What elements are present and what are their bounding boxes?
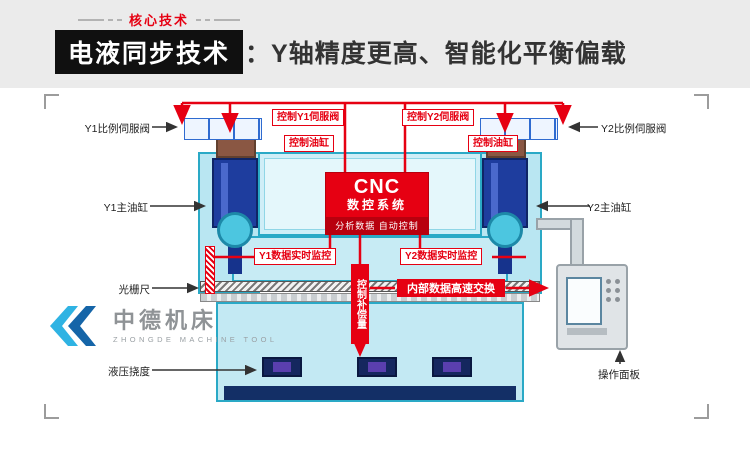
die-insert bbox=[368, 362, 386, 372]
y1-piston-rod bbox=[228, 246, 242, 274]
die-insert bbox=[273, 362, 291, 372]
cnc-title: CNC bbox=[353, 176, 401, 198]
label-y1-cylinder: Y1主油缸 bbox=[103, 202, 148, 214]
cnc-subtitle: 数控系统 bbox=[346, 198, 407, 212]
panel-slot bbox=[567, 328, 607, 335]
label-hydraulic-deflection: 液压挠度 bbox=[108, 366, 150, 378]
ctrl-y2-valve-box: 控制Y2伺服阀 bbox=[402, 109, 475, 126]
corner-mark-bottom-right bbox=[694, 404, 709, 419]
operation-panel bbox=[556, 264, 628, 350]
y1-servo-valve-symbol bbox=[184, 118, 262, 140]
corner-mark-top-right bbox=[694, 94, 709, 109]
y2-monitor-box: Y2数据实时监控 bbox=[400, 248, 483, 265]
tagline-dot bbox=[108, 18, 113, 21]
tagline: 核心技术 bbox=[78, 10, 241, 29]
die-block-center bbox=[357, 357, 397, 377]
exchange-box: 内部数据高速交换 bbox=[397, 279, 505, 297]
tagline-text: 核心技术 bbox=[129, 13, 190, 28]
ctrl-y1-valve-box: 控制Y1伺服阀 bbox=[272, 109, 345, 126]
y1-monitor-box: Y1数据实时监控 bbox=[254, 248, 337, 265]
label-operation-panel: 操作面板 bbox=[598, 369, 640, 381]
die-block-right bbox=[432, 357, 472, 377]
die-insert bbox=[443, 362, 461, 372]
label-y2-prop-valve: Y2比例伺服阀 bbox=[601, 123, 667, 135]
title-rest: ：Y轴精度更高、智能化平衡偏载 bbox=[245, 40, 627, 68]
tagline-dot bbox=[196, 18, 202, 21]
ctrl-cylinder-right-box: 控制油缸 bbox=[468, 135, 518, 152]
y2-piston-rod bbox=[498, 246, 512, 274]
label-y1-prop-valve: Y1比例伺服阀 bbox=[84, 123, 150, 135]
label-grating-ruler: 光栅尺 bbox=[118, 284, 151, 296]
brand-logo: 中德机床 ZHONGDE MACHINE TOOL bbox=[50, 306, 277, 346]
grating-ruler-strip bbox=[205, 246, 215, 294]
cylinder-highlight bbox=[491, 163, 498, 223]
panel-screen bbox=[566, 277, 602, 325]
tagline-dash-left bbox=[78, 18, 104, 21]
tagline-dot bbox=[205, 18, 211, 21]
machine-base-strip bbox=[224, 386, 516, 400]
logo-chevrons-icon bbox=[50, 306, 96, 346]
page-title: 电液同步技术 ：Y轴精度更高、智能化平衡偏载 bbox=[55, 30, 627, 74]
pipe-vertical bbox=[570, 218, 584, 268]
machine-lower-body bbox=[216, 302, 524, 402]
corner-mark-bottom-left bbox=[44, 404, 59, 419]
title-highlight: 电液同步技术 bbox=[55, 30, 244, 74]
tagline-dot bbox=[117, 18, 122, 21]
compensation-box: 控制补偿量 bbox=[351, 264, 369, 344]
panel-buttons bbox=[606, 279, 620, 302]
y1-piston bbox=[217, 212, 253, 248]
cylinder-highlight bbox=[221, 163, 228, 223]
logo-subtitle: ZHONGDE MACHINE TOOL bbox=[113, 335, 278, 345]
label-y2-cylinder: Y2主油缸 bbox=[587, 202, 632, 214]
corner-mark-top-left bbox=[44, 94, 59, 109]
y2-piston bbox=[487, 212, 523, 248]
cnc-box: CNC 数控系统 分析数据 自动控制 bbox=[325, 172, 429, 235]
cnc-caption: 分析数据 自动控制 bbox=[326, 216, 428, 234]
tagline-dash-right bbox=[214, 18, 241, 21]
logo-name: 中德机床 bbox=[113, 307, 218, 333]
table-rack-bar bbox=[200, 293, 540, 302]
ctrl-cylinder-left-box: 控制油缸 bbox=[284, 135, 334, 152]
die-block-left bbox=[262, 357, 302, 377]
